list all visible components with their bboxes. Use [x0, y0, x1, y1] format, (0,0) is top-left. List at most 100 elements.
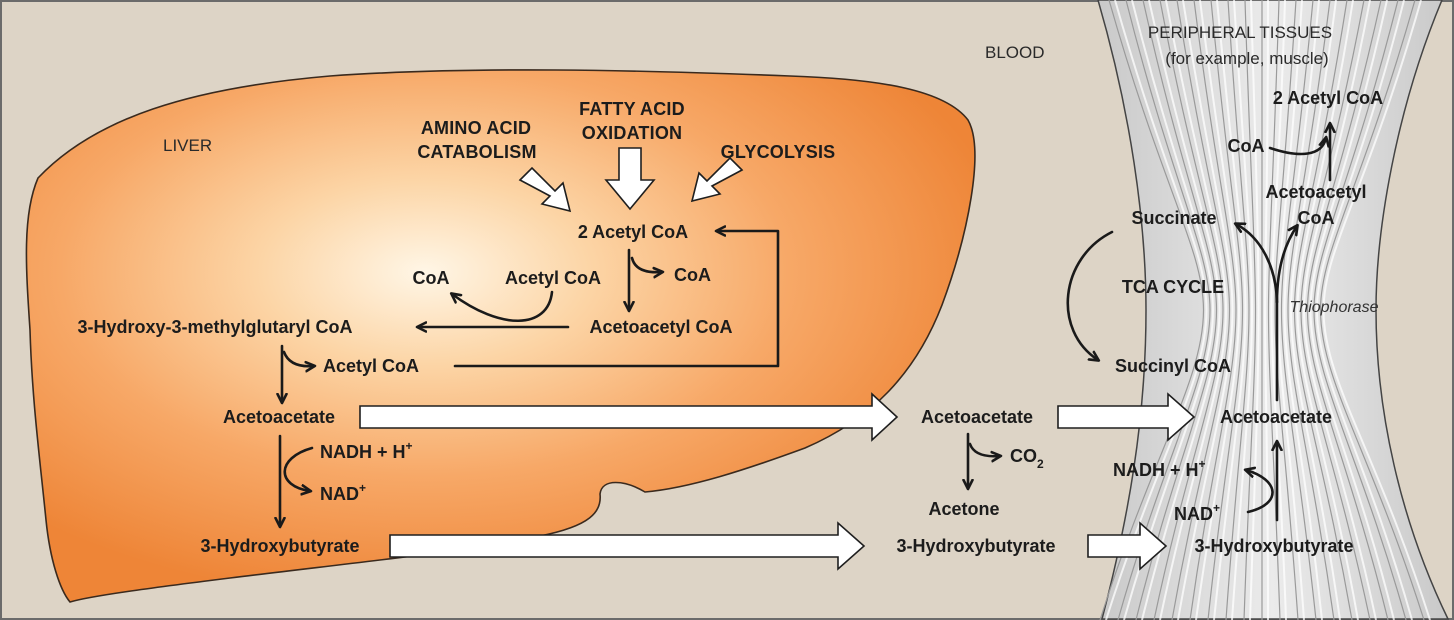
liver-organ: [25, 69, 976, 603]
tissue-nad: NAD+: [1174, 501, 1220, 524]
peripheral-tissues-subtitle: (for example, muscle): [1165, 49, 1328, 68]
muscle-tissue: [1097, 0, 1450, 620]
muscle-fiber-highlight: [1123, 0, 1215, 620]
tissue-nad-text: NAD: [1174, 504, 1213, 524]
liver-coa-released: CoA: [674, 265, 711, 285]
tissue-nad-plus: +: [1213, 501, 1220, 515]
arrow-fatty-acid-input: [604, 147, 656, 211]
tissue-coa: CoA: [1228, 136, 1265, 156]
muscle-fiber-line: [1135, 0, 1218, 620]
liver-3-hydroxybutyrate: 3-Hydroxybutyrate: [200, 536, 359, 556]
fatty-acid-oxidation-label-line1: FATTY ACID: [579, 99, 685, 119]
arrow-blood-to-tissue-acetoacetate: [1057, 392, 1196, 442]
muscle-fiber-line: [1243, 0, 1257, 620]
arrow-liver-to-blood-acetoacetate: [359, 392, 899, 442]
muscle-fiber-highlight: [1141, 0, 1221, 620]
liver-region-label: LIVER: [163, 136, 212, 155]
muscle-fiber-line: [1313, 0, 1407, 620]
muscle-fiber-highlight: [1195, 0, 1241, 620]
tissue-succinate: Succinate: [1131, 208, 1216, 228]
muscle-fiber-line: [1225, 0, 1250, 620]
arrow-thiophorase-to-succinate: [1236, 224, 1279, 304]
muscle-fiber-highlight: [1322, 0, 1431, 620]
blood-co2-text: CO: [1010, 446, 1037, 466]
muscle-fiber-highlight: [1177, 0, 1234, 620]
muscle-fiber-line: [1117, 0, 1211, 620]
arrow-nad-to-nadh-tissue: [1246, 470, 1274, 514]
blood-acetone: Acetone: [928, 499, 999, 519]
muscle-fiber-line: [1207, 0, 1244, 620]
blood-acetoacetate: Acetoacetate: [921, 407, 1033, 427]
liver-acetyl-coa-released: Acetyl CoA: [323, 356, 419, 376]
arrow-coa-consumed-tissue: [1268, 138, 1326, 156]
arrow-acetylcoa-release: [282, 350, 314, 366]
muscle-fiber-line: [1287, 0, 1335, 620]
tissue-nadh-plus: +: [1199, 457, 1206, 471]
muscle-fiber-line: [1306, 0, 1389, 620]
muscle-fiber-highlight: [1159, 0, 1228, 620]
blood-3-hydroxybutyrate: 3-Hydroxybutyrate: [896, 536, 1055, 556]
muscle-fiber-highlight: [1270, 0, 1287, 620]
arrow-liver-to-blood-hydroxybutyrate: [389, 521, 866, 571]
muscle-fiber-highlight: [1289, 0, 1341, 620]
fatty-acid-oxidation-label-line2: OXIDATION: [582, 123, 682, 143]
muscle-fiber-line: [1153, 0, 1224, 620]
muscle-fiber-highlight: [1213, 0, 1247, 620]
tissue-nadh: NADH + H+: [1113, 457, 1206, 480]
arrow-nadh-to-nad-liver: [283, 446, 314, 491]
muscle-fiber-line: [1274, 0, 1299, 620]
muscle-fiber-highlight: [1309, 0, 1395, 620]
liver-nad: NAD+: [320, 481, 366, 504]
arrow-glycolysis-input: [690, 156, 744, 203]
muscle-fiber-line: [1319, 0, 1425, 620]
arrow-blood-to-tissue-hydroxybutyrate: [1087, 521, 1168, 571]
arrow-succinate-to-succinylcoa-cycle: [1066, 230, 1114, 360]
muscle-fiber-highlight: [1249, 0, 1260, 620]
arrow-acetylcoa-consumed: [452, 290, 554, 322]
muscle-fiber-line: [1267, 0, 1281, 620]
muscle-fiber-highlight: [1231, 0, 1254, 620]
liver-nad-plus: +: [359, 481, 366, 495]
arrow-amino-acid-input: [518, 166, 572, 213]
liver-2-acetyl-coa: 2 Acetyl CoA: [578, 222, 688, 242]
muscle-fiber-line: [1280, 0, 1317, 620]
liver-acetoacetate: Acetoacetate: [223, 407, 335, 427]
arrow-co2-release: [968, 442, 1000, 456]
muscle-fiber-line: [1189, 0, 1237, 620]
tissue-nadh-text: NADH + H: [1113, 460, 1199, 480]
amino-acid-catabolism-label-line2: CATABOLISM: [417, 142, 536, 162]
tissue-acetoacetyl-coa-line1: Acetoacetyl: [1265, 182, 1366, 202]
muscle-fiber-highlight: [1302, 0, 1377, 620]
tca-cycle-label: TCA CYCLE: [1122, 277, 1224, 297]
tissue-succinyl-coa: Succinyl CoA: [1115, 356, 1231, 376]
thiophorase-enzyme-label: Thiophorase: [1290, 299, 1379, 316]
liver-nadh: NADH + H+: [320, 439, 413, 462]
tissue-3-hydroxybutyrate: 3-Hydroxybutyrate: [1194, 536, 1353, 556]
liver-coa-product: CoA: [413, 268, 450, 288]
muscle-fiber-line: [1300, 0, 1371, 620]
blood-co2: CO2: [1010, 446, 1044, 471]
liver-acetyl-coa-substrate: Acetyl CoA: [505, 268, 601, 288]
glycolysis-label: GLYCOLYSIS: [721, 142, 836, 162]
muscle-fiber-highlight: [1315, 0, 1413, 620]
arrow-acetylcoa-recycle: [453, 231, 780, 368]
liver-nadh-plus: +: [406, 439, 413, 453]
arrow-coa-release-liver: [630, 256, 662, 272]
muscle-fiber-highlight: [1105, 0, 1208, 620]
liver-nadh-text: NADH + H: [320, 442, 406, 462]
muscle-fiber-highlight: [1263, 0, 1269, 620]
liver-acetoacetyl-coa: Acetoacetyl CoA: [589, 317, 732, 337]
blood-co2-subscript: 2: [1037, 457, 1044, 471]
liver-nad-text: NAD: [320, 484, 359, 504]
muscle-fiber-highlight: [1283, 0, 1323, 620]
blood-region-label: BLOOD: [985, 43, 1045, 62]
tissue-acetoacetate: Acetoacetate: [1220, 407, 1332, 427]
tissue-2-acetyl-coa: 2 Acetyl CoA: [1273, 88, 1383, 108]
liver-hmg-coa: 3-Hydroxy-3-methylglutaryl CoA: [77, 317, 352, 337]
muscle-fiber-line: [1171, 0, 1231, 620]
muscle-fiber-line: [1099, 0, 1205, 620]
peripheral-tissues-title: PERIPHERAL TISSUES: [1148, 23, 1332, 42]
amino-acid-catabolism-label-line1: AMINO ACID: [421, 118, 531, 138]
